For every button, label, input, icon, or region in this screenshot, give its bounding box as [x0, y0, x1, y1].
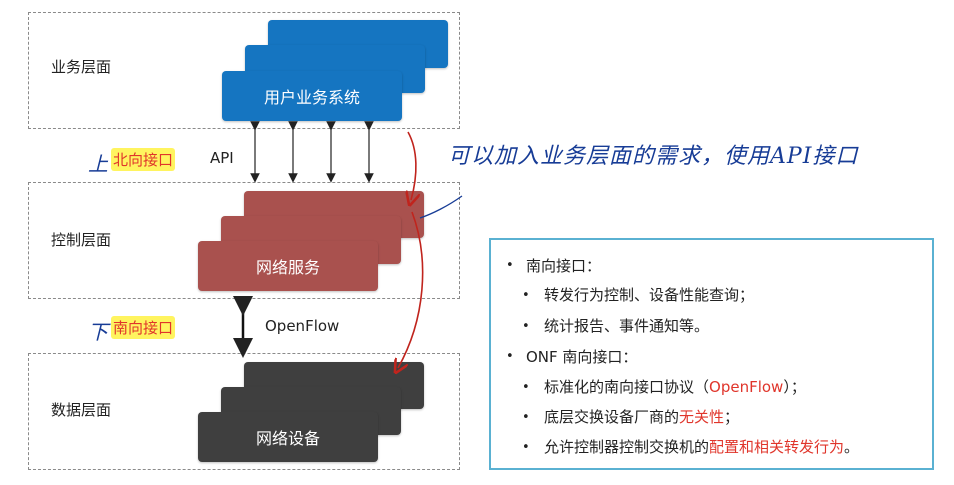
- control-prefix: 允许控制器控制交换机的: [544, 438, 710, 456]
- north-api-arrows: [250, 121, 374, 183]
- bullet-2-1: •: [522, 380, 530, 395]
- network-device-label: 网络设备: [255, 429, 320, 448]
- southbound-interface-label: 南向接口: [111, 316, 176, 339]
- handwritten-annotation: 可以加入业务层面的需求，使用API接口: [448, 144, 859, 169]
- section1-item-2: 统计报告、事件通知等。: [544, 317, 710, 335]
- section2-item-control: 允许控制器控制交换机的配置和相关转发行为。: [544, 436, 859, 457]
- northbound-interface-label: 北向接口: [111, 148, 176, 171]
- standard-prefix: 标准化的南向接口协议（: [544, 378, 710, 396]
- bullet-2-2: •: [522, 410, 530, 425]
- openflow-highlight: OpenFlow: [709, 378, 784, 396]
- application-layer-title: 业务层面: [51, 58, 112, 76]
- network-device-card: 网络设备: [198, 412, 378, 462]
- api-label: API: [210, 149, 234, 167]
- user-business-system-card: 用户业务系统: [222, 71, 402, 121]
- vendor-prefix: 底层交换设备厂商的: [544, 408, 680, 426]
- bullet-1: •: [506, 258, 514, 273]
- control-layer-title: 控制层面: [51, 231, 112, 249]
- user-business-system-label: 用户业务系统: [263, 88, 360, 107]
- bullet-1-2: •: [522, 319, 530, 334]
- network-service-card: 网络服务: [198, 241, 378, 291]
- red-arrow-bottom: [398, 211, 424, 368]
- control-suffix: 。: [844, 438, 860, 456]
- south-prefix-mark: 下: [88, 320, 108, 344]
- north-prefix-mark: 上: [88, 152, 108, 176]
- bullet-2-3: •: [522, 440, 530, 455]
- section2-item-vendor: 底层交换设备厂商的无关性；: [544, 406, 739, 427]
- network-service-label: 网络服务: [255, 258, 320, 277]
- section1-title: 南向接口：: [526, 257, 602, 275]
- southbound-info-box: [489, 238, 934, 470]
- vendor-suffix: ；: [724, 408, 740, 426]
- bullet-1-1: •: [522, 288, 530, 303]
- independence-highlight: 无关性: [679, 408, 725, 426]
- section2-item-standard: 标准化的南向接口协议（OpenFlow）；: [544, 376, 806, 397]
- section1-item-1: 转发行为控制、设备性能查询；: [544, 286, 755, 304]
- openflow-label: OpenFlow: [265, 317, 340, 335]
- standard-suffix: ）；: [783, 378, 806, 396]
- bullet-2: •: [506, 349, 514, 364]
- handwriting-pointer: [419, 195, 463, 219]
- data-layer-title: 数据层面: [51, 401, 112, 419]
- section2-title: ONF 南向接口：: [526, 348, 638, 366]
- config-highlight: 配置和相关转发行为: [709, 438, 845, 456]
- red-arrow-top: [408, 131, 416, 200]
